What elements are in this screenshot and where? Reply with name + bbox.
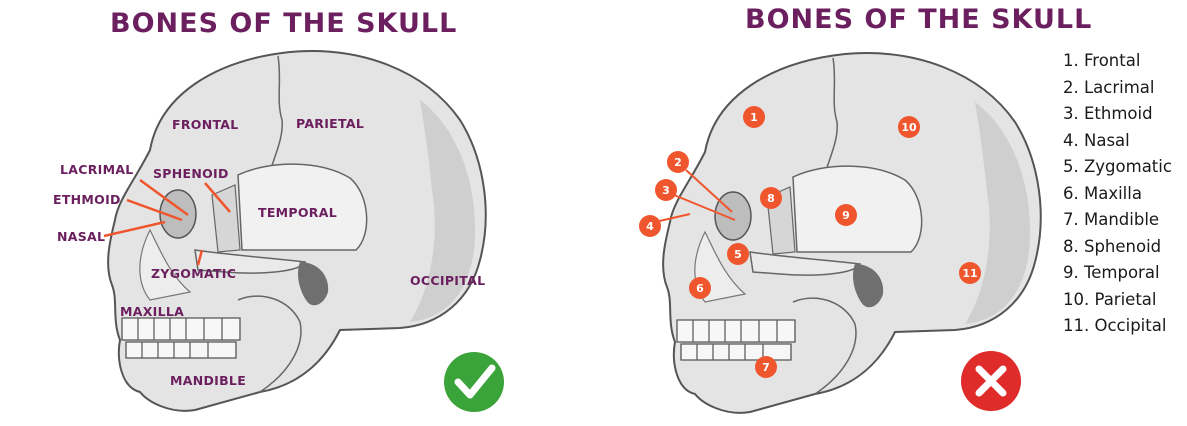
label-frontal: FRONTAL [172, 117, 239, 132]
left-leader-lines [103, 178, 231, 266]
svg-text:10: 10 [901, 121, 917, 134]
key-item-occipital: 11. Occipital [1063, 316, 1167, 335]
svg-text:3: 3 [662, 184, 670, 197]
key-item-sphenoid: 8. Sphenoid [1063, 236, 1162, 256]
key-item-mandible: 7. Mandible [1063, 210, 1160, 229]
marker-10: 10 [898, 116, 920, 138]
svg-text:11: 11 [962, 267, 977, 280]
label-temporal: TEMPORAL [258, 205, 337, 220]
svg-text:5: 5 [734, 248, 742, 261]
svg-text:4: 4 [646, 220, 654, 233]
key-item-lacrimal: 2. Lacrimal [1063, 77, 1155, 97]
svg-text:1: 1 [750, 111, 758, 124]
marker-3: 3 [655, 179, 677, 201]
label-maxilla: MAXILLA [120, 304, 184, 319]
left-title: BONES OF THE SKULL [110, 8, 458, 39]
key-item-parietal: 10. Parietal [1063, 289, 1157, 309]
left-skull-illustration [107, 50, 487, 412]
label-nasal: NASAL [57, 229, 105, 244]
bone-key-list: 1. Frontal 2. Lacrimal 3. Ethmoid 4. Nas… [1063, 48, 1172, 340]
marker-2: 2 [667, 151, 689, 173]
checkmark-icon [444, 352, 504, 412]
marker-1: 1 [743, 106, 765, 128]
marker-4: 4 [639, 215, 661, 237]
label-ethmoid: ETHMOID [53, 192, 121, 207]
svg-text:9: 9 [842, 209, 850, 222]
marker-11: 11 [959, 262, 981, 284]
svg-text:2: 2 [674, 156, 682, 169]
key-item-zygomatic: 5. Zygomatic [1063, 157, 1172, 176]
marker-7: 7 [755, 356, 777, 378]
marker-9: 9 [835, 204, 857, 226]
key-item-nasal: 4. Nasal [1063, 130, 1130, 150]
marker-6: 6 [689, 277, 711, 299]
label-sphenoid: SPHENOID [153, 166, 229, 181]
svg-text:8: 8 [767, 192, 775, 205]
svg-text:6: 6 [696, 282, 704, 295]
svg-text:7: 7 [762, 361, 770, 374]
label-parietal: PARIETAL [296, 116, 364, 131]
key-item-ethmoid: 3. Ethmoid [1063, 104, 1153, 123]
key-item-maxilla: 6. Maxilla [1063, 183, 1142, 203]
label-occipital: OCCIPITAL [410, 273, 485, 288]
marker-8: 8 [760, 187, 782, 209]
key-item-temporal: 9. Temporal [1063, 263, 1160, 282]
key-item-frontal: 1. Frontal [1063, 51, 1141, 70]
right-title: BONES OF THE SKULL [745, 4, 1093, 35]
label-mandible: MANDIBLE [170, 373, 246, 388]
label-lacrimal: LACRIMAL [60, 162, 134, 177]
label-zygomatic: ZYGOMATIC [151, 266, 236, 281]
right-leader-lines [654, 169, 736, 223]
cross-icon [961, 351, 1021, 411]
marker-5: 5 [727, 243, 749, 265]
